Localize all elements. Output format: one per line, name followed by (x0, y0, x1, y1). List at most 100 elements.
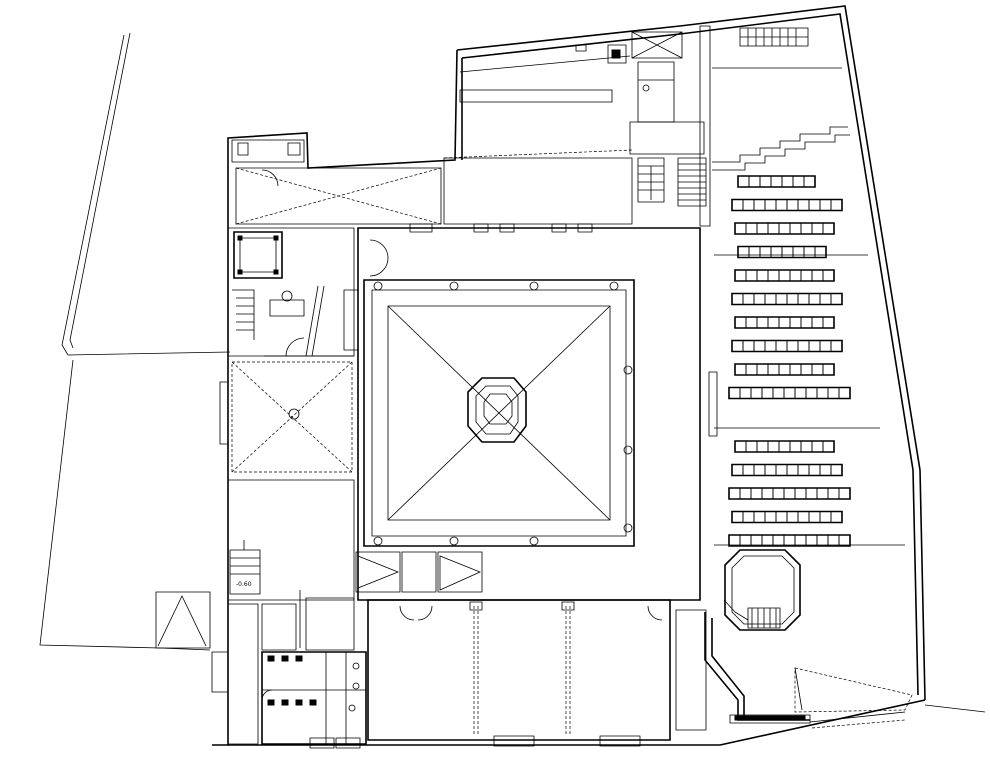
seat (804, 176, 815, 187)
lower-rooms (310, 600, 670, 748)
seat (809, 200, 820, 211)
seat (754, 465, 765, 476)
lower-left-block: -0.60 (228, 480, 354, 650)
vaulted-hall (220, 362, 352, 472)
seat-row-outline (729, 535, 850, 546)
seat (776, 465, 787, 476)
seating-row (738, 247, 826, 258)
lower-right-rooms (676, 610, 912, 730)
seat (773, 535, 784, 546)
seat (743, 200, 754, 211)
seat (751, 488, 762, 499)
seat-row-outline (732, 465, 842, 476)
seat (760, 247, 771, 258)
seat (729, 388, 740, 399)
seat (790, 223, 801, 234)
seat (801, 364, 812, 375)
seat (735, 364, 746, 375)
wc-top-left (232, 140, 304, 162)
outer-wall (212, 6, 985, 745)
seat (768, 441, 779, 452)
seat (801, 270, 812, 281)
left-wing (228, 228, 358, 356)
seat (765, 512, 776, 523)
seat (738, 176, 749, 187)
seat (757, 223, 768, 234)
level-label: -0.60 (236, 581, 252, 588)
seat (820, 200, 831, 211)
seat (735, 317, 746, 328)
seat (746, 270, 757, 281)
seating-row (732, 200, 842, 211)
seat (768, 223, 779, 234)
seat (743, 512, 754, 523)
seat (743, 341, 754, 352)
seat (828, 535, 839, 546)
seat (817, 388, 828, 399)
lower-passage (156, 552, 482, 648)
seat (779, 223, 790, 234)
seat (735, 270, 746, 281)
seat (784, 488, 795, 499)
seat (839, 388, 850, 399)
seat (732, 341, 743, 352)
seat (779, 364, 790, 375)
seat-row-outline (735, 364, 834, 375)
seat (782, 176, 793, 187)
seat (806, 488, 817, 499)
seat (790, 441, 801, 452)
seat-row-outline (729, 388, 850, 399)
seat (831, 465, 842, 476)
seating-row (732, 341, 842, 352)
seat (798, 465, 809, 476)
seat (732, 200, 743, 211)
seat (784, 535, 795, 546)
seat (776, 200, 787, 211)
seat (798, 341, 809, 352)
seat (768, 317, 779, 328)
seat (732, 294, 743, 305)
seat (787, 294, 798, 305)
seat (809, 294, 820, 305)
seat (812, 441, 823, 452)
seating-row (729, 388, 850, 399)
seat (804, 247, 815, 258)
seat-row-outline (735, 317, 834, 328)
seating-row (735, 364, 834, 375)
seating-row (735, 441, 834, 452)
seat (757, 270, 768, 281)
seat (806, 388, 817, 399)
seat (787, 465, 798, 476)
seat (740, 535, 751, 546)
seat (743, 294, 754, 305)
seat (746, 364, 757, 375)
seat (765, 341, 776, 352)
seat (757, 441, 768, 452)
seat (793, 176, 804, 187)
octagonal-tower (724, 550, 800, 630)
seat (762, 388, 773, 399)
seat-row-outline (738, 176, 815, 187)
seat (812, 223, 823, 234)
seat (765, 294, 776, 305)
seat (820, 465, 831, 476)
seat (823, 364, 834, 375)
seat (812, 364, 823, 375)
seat (740, 488, 751, 499)
seat (754, 341, 765, 352)
seating-row (735, 317, 834, 328)
seat (812, 317, 823, 328)
seat (762, 535, 773, 546)
seat (754, 200, 765, 211)
seat (793, 247, 804, 258)
seat (806, 535, 817, 546)
seat (809, 341, 820, 352)
seat (771, 176, 782, 187)
seat (754, 294, 765, 305)
seat (735, 441, 746, 452)
seat (757, 364, 768, 375)
seat (801, 317, 812, 328)
seat (817, 488, 828, 499)
seating-row (732, 465, 842, 476)
